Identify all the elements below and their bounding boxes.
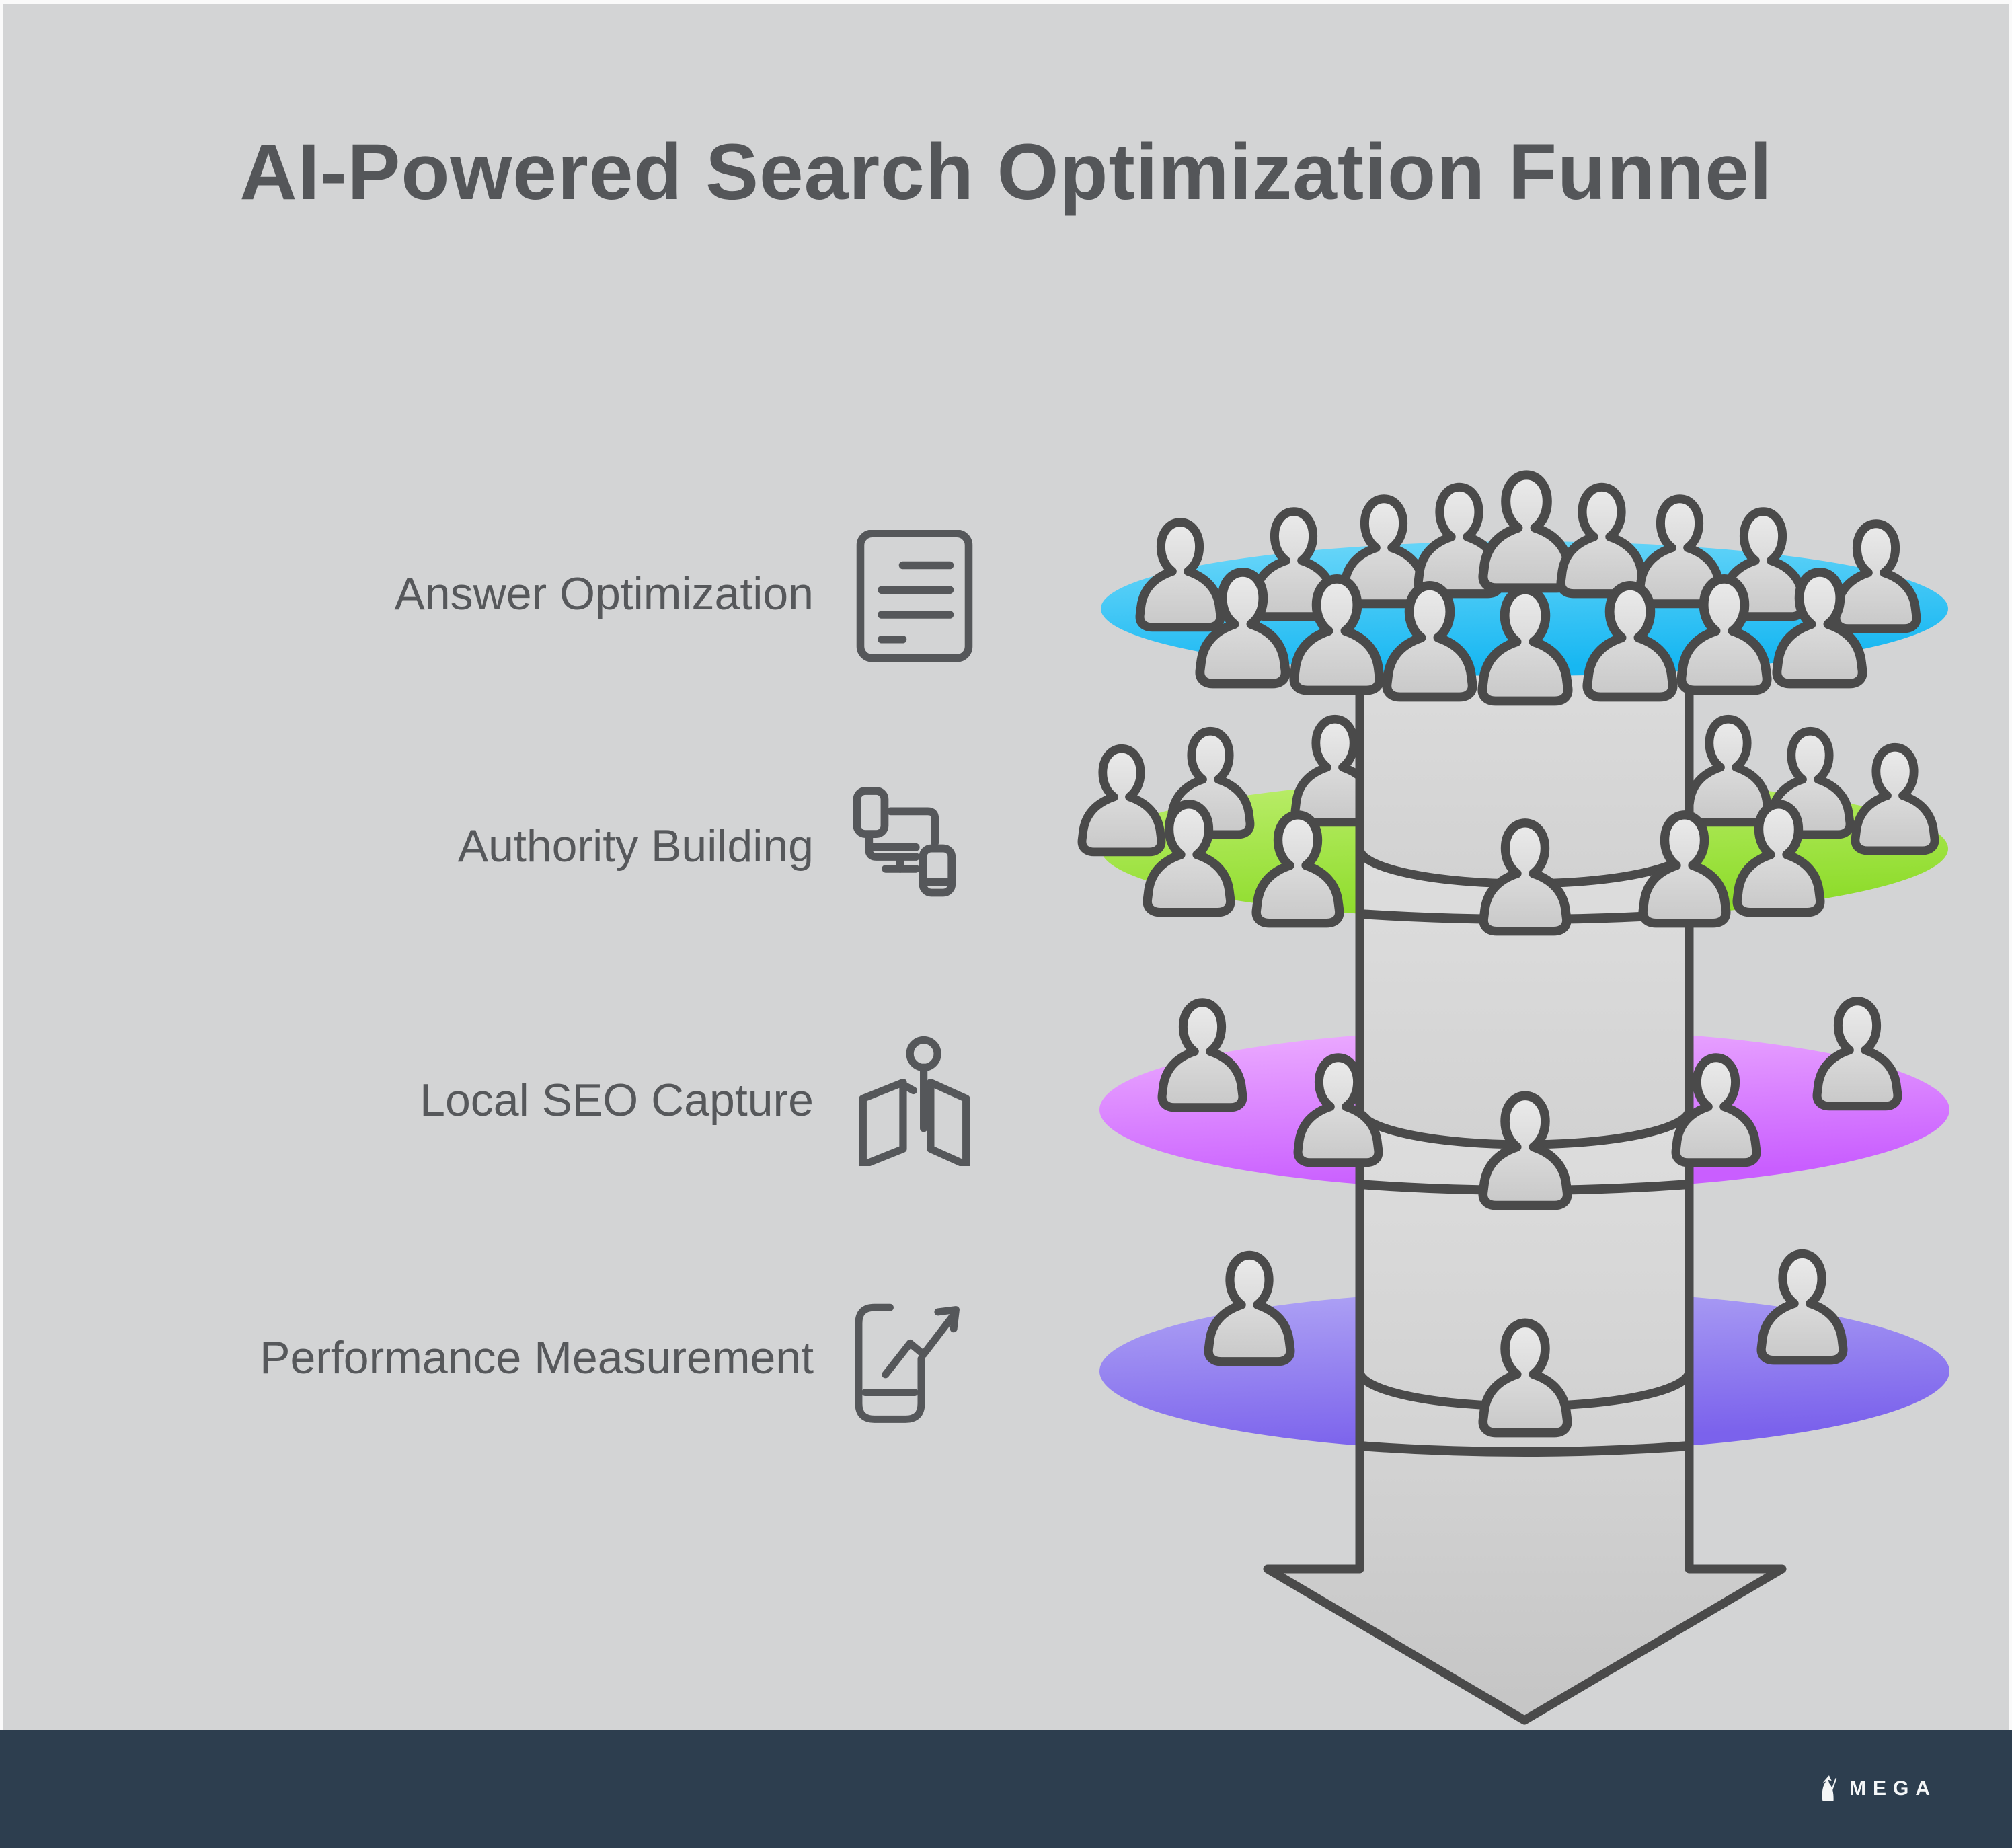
brand-name: MEGA bbox=[1849, 1777, 1937, 1800]
person-icon bbox=[1689, 719, 1768, 822]
map-pin-icon bbox=[849, 1034, 980, 1166]
person-icon bbox=[1483, 475, 1570, 588]
person-icon bbox=[1082, 748, 1161, 852]
frame-edge-top bbox=[0, 0, 2012, 4]
person-icon bbox=[1855, 747, 1935, 851]
document-icon bbox=[849, 530, 980, 662]
person-icon bbox=[1561, 487, 1643, 593]
phone-growth-icon bbox=[849, 1292, 980, 1424]
disc-violet-front-edge bbox=[1359, 1441, 1690, 1457]
page-title: AI-Powered Search Optimization Funnel bbox=[239, 128, 1773, 217]
level-label-authority-building: Authority Building bbox=[457, 820, 814, 872]
level-label-answer-optimization: Answer Optimization bbox=[394, 568, 814, 619]
frame-edge-left bbox=[0, 0, 3, 1848]
wizard-icon bbox=[1822, 1775, 1837, 1801]
level-label-local-seo-capture: Local SEO Capture bbox=[420, 1075, 814, 1126]
brand-logo: MEGA bbox=[1817, 1775, 1937, 1803]
frame-edge-right bbox=[2009, 0, 2012, 1848]
footer-bar: MEGA bbox=[0, 1730, 2012, 1848]
level-label-performance-measurement: Performance Measurement bbox=[260, 1332, 814, 1383]
devices-icon bbox=[849, 780, 980, 912]
down-arrow bbox=[1263, 1371, 1787, 1725]
